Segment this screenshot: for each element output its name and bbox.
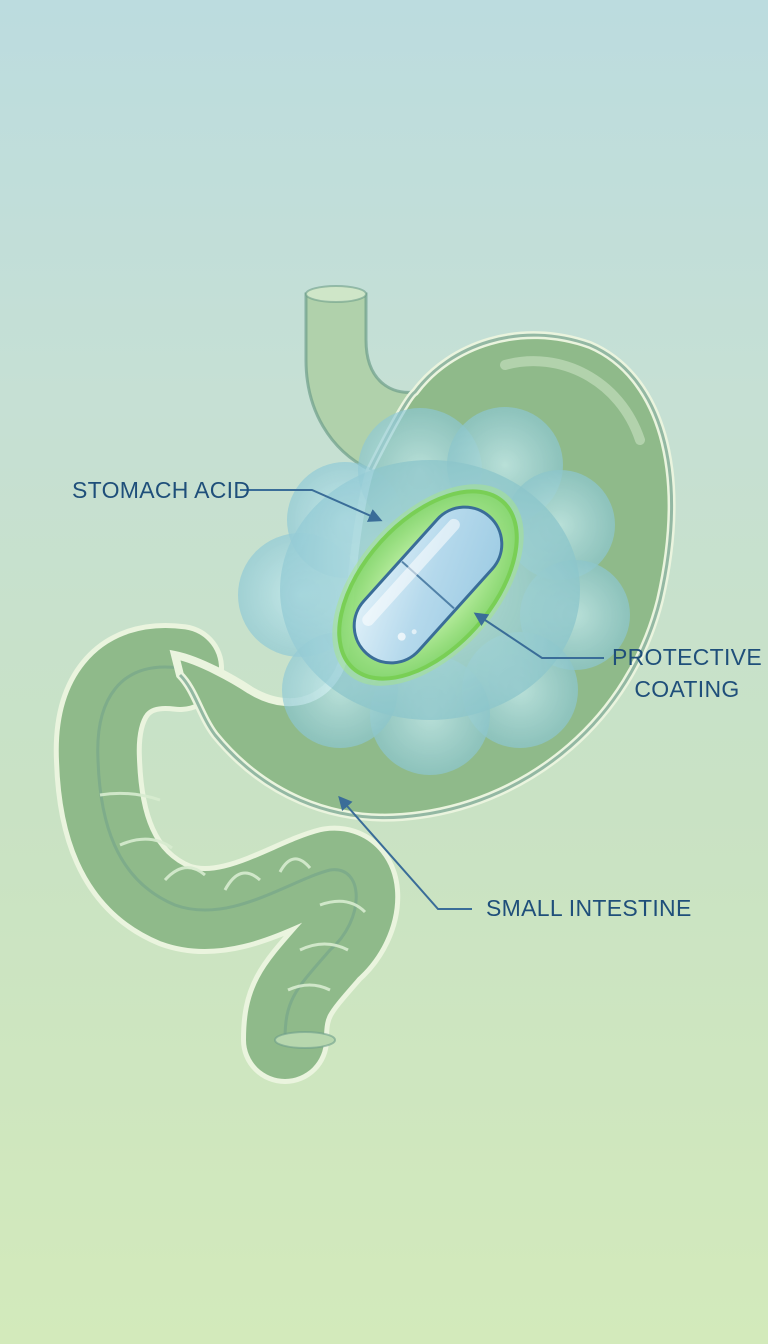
label-protective-coating-line2: COATING xyxy=(634,676,740,702)
label-protective-coating-line1: PROTECTIVE xyxy=(612,644,762,670)
intestine-segments xyxy=(99,791,367,992)
label-protective-coating: PROTECTIVE COATING xyxy=(612,641,762,705)
capsule-bubble xyxy=(411,629,417,635)
stomach-highlight xyxy=(500,356,645,445)
leader-small-intestine xyxy=(338,795,472,910)
leader-stomach-acid xyxy=(240,489,383,522)
capsule xyxy=(352,505,504,665)
label-small-intestine: SMALL INTESTINE xyxy=(486,895,692,921)
intestine-tube-edge xyxy=(96,665,358,1042)
small-intestine xyxy=(53,623,401,1084)
label-stomach-acid: STOMACH ACID xyxy=(72,477,251,503)
stomach-outline xyxy=(178,333,674,820)
esophagus-opening xyxy=(305,285,367,303)
leader-protective-coating xyxy=(473,612,604,659)
intestine-end xyxy=(274,1031,336,1049)
capsule-shine xyxy=(362,518,460,626)
leader-lines xyxy=(240,489,604,910)
capsule-bubble xyxy=(397,632,406,641)
